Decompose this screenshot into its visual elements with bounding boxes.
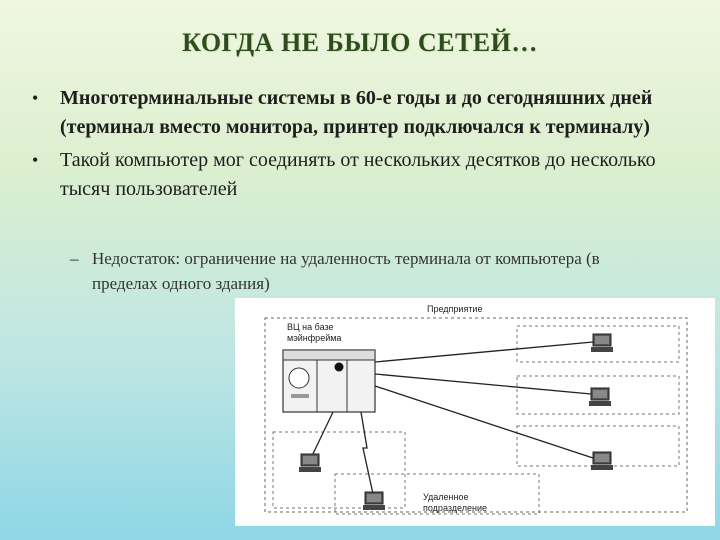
bullet-text-1: Многотерминальные системы в 60-е годы и …	[60, 87, 653, 138]
bullet-marker: •	[32, 150, 39, 170]
sub-bullet-text: Недостаток: ограничение на удаленность т…	[92, 249, 600, 293]
terminal-icon	[589, 387, 611, 406]
sub-bullet-marker: –	[70, 249, 79, 268]
bullet-item-2: • Такой компьютер мог соединять от неско…	[32, 146, 692, 204]
remote-branch	[334, 473, 540, 515]
diagram-svg: Предприятие ВЦ на базе мэйнфрейма	[264, 304, 688, 515]
room-1	[516, 325, 680, 363]
sub-bullet-item: – Недостаток: ограничение на удаленность…	[70, 246, 630, 296]
local-room	[272, 431, 406, 509]
mainframe-label-line-2: мэйнфрейма	[287, 333, 341, 343]
remote-label-line-2: подразделение	[423, 503, 487, 513]
bullet-item-1: • Многотерминальные системы в 60-е годы …	[32, 84, 692, 142]
remote-link-zigzag	[360, 411, 374, 495]
terminal-icon	[591, 451, 613, 470]
bullet-marker: •	[32, 88, 39, 108]
slide-title: КОГДА НЕ БЫЛО СЕТЕЙ…	[182, 28, 538, 57]
mainframe-label-line-1: ВЦ на базе	[287, 322, 334, 332]
network-diagram: Предприятие ВЦ на базе мэйнфрейма	[235, 298, 715, 526]
bullet-list: • Многотерминальные системы в 60-е годы …	[32, 84, 692, 208]
connection-line	[374, 341, 594, 363]
terminal-icon	[363, 491, 385, 510]
room-2	[516, 375, 680, 415]
terminal-icon	[299, 453, 321, 472]
enterprise-boundary	[264, 317, 688, 513]
connection-line	[374, 373, 592, 395]
mainframe-icon	[282, 349, 376, 413]
enterprise-label: Предприятие	[427, 304, 482, 314]
connection-line	[310, 411, 334, 459]
remote-label-line-1: Удаленное	[423, 492, 468, 502]
terminal-icon	[591, 333, 613, 352]
connection-line	[374, 385, 594, 459]
bullet-text-2: Такой компьютер мог соединять от несколь…	[60, 149, 656, 200]
